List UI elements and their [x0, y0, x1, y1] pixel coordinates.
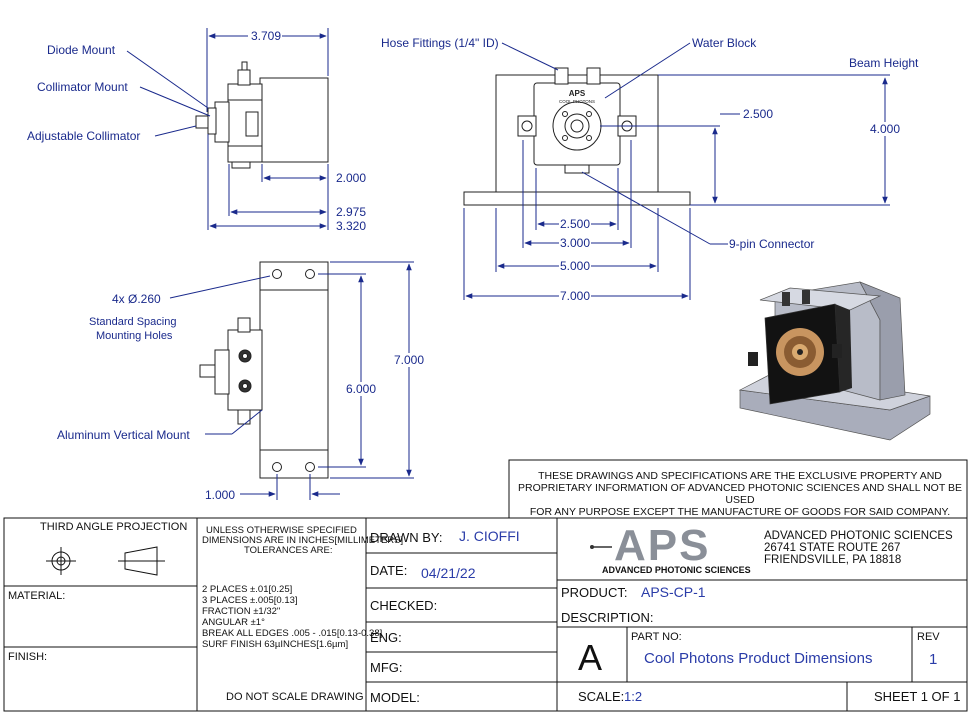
product-label: PRODUCT:: [561, 585, 628, 600]
dim-5000: 5.000: [559, 259, 592, 273]
dim-6000: 6.000: [345, 382, 378, 396]
tolerances-heading: TOLERANCES ARE:: [244, 545, 333, 556]
do-not-scale: DO NOT SCALE DRAWING: [226, 691, 364, 703]
side-view-dims: [126, 28, 329, 230]
product-value: APS-CP-1: [641, 584, 706, 600]
date-value: 04/21/22: [421, 565, 476, 581]
hose-fittings-label: Hose Fittings (1/4" ID): [381, 36, 499, 50]
dim-1000: 1.000: [204, 488, 237, 502]
dim-2500-right: 2.500: [742, 107, 775, 121]
dim-3709: 3.709: [250, 29, 283, 43]
part-no-value: Cool Photons Product Dimensions: [644, 650, 873, 667]
tolerance-3places: 3 PLACES ±.005[0.13]: [202, 595, 298, 606]
company-address: ADVANCED PHOTONIC SCIENCES 26741 STATE R…: [764, 530, 953, 566]
surf-finish: SURF FINISH 63µINCHES[1.6µm]: [202, 639, 349, 650]
mounting-holes-label: Mounting Holes: [96, 330, 173, 342]
model-label: MODEL:: [370, 690, 420, 705]
side-view: [195, 61, 329, 169]
dim-7000-top: 7.000: [393, 353, 426, 367]
sheet-number: SHEET 1 OF 1: [874, 689, 961, 704]
third-angle-symbol: [46, 546, 165, 576]
front-logo-top: APS: [569, 89, 586, 98]
nine-pin-connector-label: 9-pin Connector: [729, 237, 815, 251]
drawn-by-value: J. CIOFFI: [459, 528, 520, 544]
part-no-label: PART NO:: [631, 631, 682, 643]
dim-3000: 3.000: [559, 236, 592, 250]
beam-height-label: Beam Height: [849, 56, 919, 70]
checked-label: CHECKED:: [370, 598, 438, 613]
dim-2500: 2.500: [559, 217, 592, 231]
scale-label: SCALE:: [578, 689, 625, 704]
dim-2975: 2.975: [335, 205, 368, 219]
collimator-mount-label: Collimator Mount: [37, 80, 128, 94]
holes-label: 4x Ø.260: [112, 292, 161, 306]
dim-4000: 4.000: [869, 122, 902, 136]
svg-text:ADVANCED PHOTONIC SCIENCES: ADVANCED PHOTONIC SCIENCES: [602, 565, 751, 575]
top-view-dims: [169, 261, 414, 500]
standard-spacing-label: Standard Spacing: [89, 316, 177, 328]
rev-value: 1: [929, 651, 938, 668]
svg-text:APS: APS: [614, 521, 710, 570]
company-city: FRIENDSVILLE, PA 18818: [764, 554, 902, 566]
dimensions-units: DIMENSIONS ARE IN INCHES[MILLIMETERS]: [202, 535, 404, 546]
tolerance-fraction: FRACTION ±1/32": [202, 606, 281, 617]
eng-label: ENG:: [370, 630, 402, 645]
notice-line: PROPRIETARY INFORMATION OF ADVANCED PHOT…: [518, 482, 962, 506]
notice-line: THESE DRAWINGS AND SPECIFICATIONS ARE TH…: [538, 470, 942, 482]
projection-label: THIRD ANGLE PROJECTION: [40, 521, 188, 533]
front-view-dims: [463, 42, 890, 300]
finish-label: FINISH:: [8, 651, 48, 663]
front-logo-bottom: COOL PHOTONS: [559, 99, 595, 104]
proprietary-notice: THESE DRAWINGS AND SPECIFICATIONS ARE TH…: [514, 470, 966, 518]
tolerance-2places: 2 PLACES ±.01[0.25]: [202, 584, 293, 595]
adjustable-collimator-label: Adjustable Collimator: [27, 129, 141, 143]
date-label: DATE:: [370, 563, 408, 578]
company-street: 26741 STATE ROUTE 267: [764, 542, 901, 554]
diode-mount-label: Diode Mount: [47, 43, 116, 57]
material-label: MATERIAL:: [8, 590, 66, 602]
dim-7000-front: 7.000: [559, 289, 592, 303]
aps-logo: APS ADVANCED PHOTONIC SCIENCES: [590, 521, 751, 575]
description-label: DESCRIPTION:: [561, 610, 654, 625]
unless-specified: UNLESS OTHERWISE SPECIFIED: [206, 525, 357, 536]
notice-line: FOR ANY PURPOSE EXCEPT THE MANUFACTURE O…: [529, 506, 951, 518]
dim-2000: 2.000: [335, 171, 368, 185]
water-block-label: Water Block: [692, 36, 757, 50]
isometric-render: [738, 281, 931, 441]
tolerance-angular: ANGULAR ±1°: [202, 617, 265, 628]
size-letter: A: [578, 637, 603, 678]
title-block: [3, 459, 968, 712]
aluminum-vertical-mount-label: Aluminum Vertical Mount: [57, 428, 190, 442]
mfg-label: MFG:: [370, 660, 403, 675]
break-edges: BREAK ALL EDGES .005 - .015[0.13-0.38]: [202, 628, 383, 639]
dim-3320: 3.320: [335, 219, 368, 233]
company-name: ADVANCED PHOTONIC SCIENCES: [764, 530, 953, 542]
top-view: [199, 261, 329, 479]
drawn-by-label: DRAWN BY:: [370, 530, 443, 545]
rev-label: REV: [917, 631, 940, 643]
scale-value: 1:2: [624, 689, 643, 704]
